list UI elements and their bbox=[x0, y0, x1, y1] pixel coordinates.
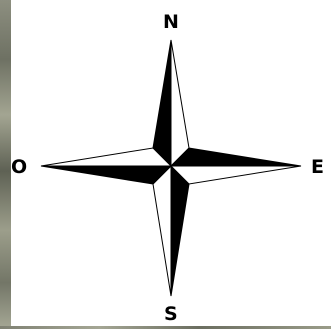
north-label: N bbox=[163, 13, 179, 32]
south-label: S bbox=[164, 305, 178, 324]
east-label: E bbox=[311, 158, 324, 177]
north-point-light-half bbox=[171, 40, 189, 166]
south-point-light-half bbox=[153, 166, 171, 296]
west-label: O bbox=[11, 158, 27, 177]
east-point-light-half bbox=[171, 166, 301, 184]
west-point-dark-half bbox=[41, 166, 171, 184]
west-point-light-half bbox=[41, 148, 171, 166]
south-point-dark-half bbox=[171, 166, 189, 296]
north-point-dark-half bbox=[153, 40, 171, 166]
east-point-dark-half bbox=[171, 148, 301, 166]
